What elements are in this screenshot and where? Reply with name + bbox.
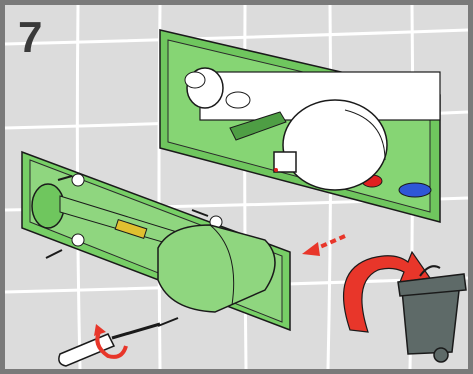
cover-body <box>157 224 276 313</box>
screwdriver-icon <box>58 322 161 367</box>
step-number-badge: 7 <box>18 13 42 62</box>
cold-ring <box>398 182 432 198</box>
step-number: 7 <box>18 13 42 62</box>
screw <box>57 175 73 181</box>
mounting-plate-installed <box>159 29 441 223</box>
knob-left <box>31 183 65 229</box>
screw <box>191 209 209 217</box>
screw <box>157 317 179 327</box>
cover-plate-removed <box>21 150 291 332</box>
wheelie-bin-icon <box>397 265 467 363</box>
spirit-level <box>114 218 148 240</box>
screws <box>45 175 209 327</box>
valve-body <box>282 99 388 191</box>
screw <box>45 249 63 259</box>
red-dashed-arrow-icon <box>302 234 346 256</box>
valve-spindle <box>273 151 297 173</box>
rotation-arrow-icon <box>94 324 128 359</box>
